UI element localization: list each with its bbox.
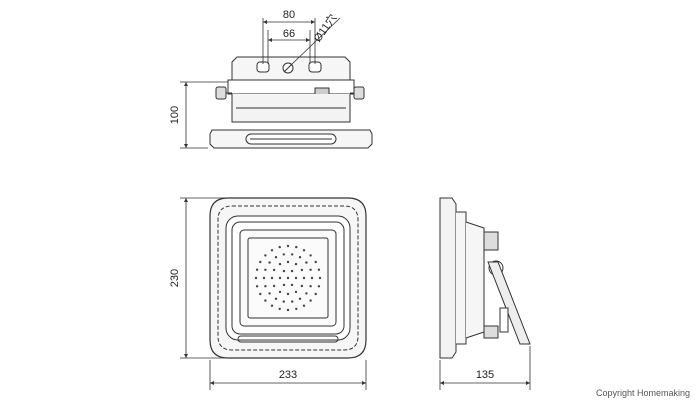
- led-dot: [278, 262, 282, 266]
- top-dim-lines: [180, 17, 341, 149]
- led-dot: [290, 269, 294, 273]
- led-dot: [259, 260, 262, 264]
- led-dot: [300, 268, 304, 272]
- led-dot: [282, 283, 286, 287]
- led-dot: [282, 253, 285, 256]
- dim-hole-diameter: Ø11穴: [310, 11, 339, 44]
- led-dot: [294, 290, 298, 294]
- led-dot: [305, 292, 308, 295]
- led-dot: [291, 300, 294, 303]
- copyright-notice: Copyright Homemaking: [595, 388, 690, 398]
- dim-top-outer: 80: [283, 9, 295, 21]
- led-dot: [262, 276, 266, 280]
- led-dot: [255, 268, 259, 271]
- dim-front-height: 230: [169, 269, 181, 287]
- led-dot: [286, 308, 290, 312]
- led-dot: [264, 254, 267, 257]
- led-dot: [278, 307, 281, 311]
- led-dot-pattern: [254, 244, 322, 312]
- led-dot: [270, 276, 274, 280]
- led-dot: [298, 256, 302, 259]
- led-dot: [286, 276, 290, 280]
- led-dot: [305, 261, 308, 264]
- led-dot: [309, 299, 312, 302]
- led-dot: [270, 249, 274, 252]
- led-dot: [294, 276, 298, 280]
- led-dot: [317, 285, 321, 288]
- led-dot: [298, 297, 302, 300]
- led-dot: [255, 285, 259, 288]
- led-dot: [278, 276, 282, 280]
- led-dot: [264, 285, 267, 288]
- led-dot: [310, 276, 314, 280]
- led-dot: [270, 304, 274, 307]
- led-dot: [309, 254, 312, 257]
- side-dim-lines: [439, 346, 531, 390]
- led-dot: [309, 285, 312, 288]
- led-dot: [318, 276, 322, 280]
- led-dot: [300, 284, 304, 288]
- led-dot: [309, 268, 312, 271]
- dim-front-width: 233: [279, 369, 297, 381]
- led-dot: [278, 245, 281, 249]
- led-dot: [259, 292, 262, 296]
- led-dot: [272, 268, 276, 272]
- led-dot: [314, 260, 317, 264]
- dim-height: 100: [169, 106, 181, 124]
- top-view: [209, 56, 373, 149]
- led-dot: [264, 299, 267, 302]
- led-dot: [268, 261, 271, 264]
- dim-side-depth: 135: [476, 369, 494, 381]
- led-dot: [264, 268, 267, 271]
- led-dot: [295, 307, 298, 311]
- led-dot: [295, 245, 298, 249]
- led-dot: [268, 292, 271, 295]
- led-dot: [282, 269, 286, 273]
- led-dot: [274, 256, 278, 259]
- front-dim-lines: [180, 197, 367, 390]
- side-view: [439, 197, 531, 359]
- led-dot: [286, 244, 290, 248]
- led-dot: [314, 292, 317, 296]
- led-dot: [254, 276, 258, 280]
- led-dot: [302, 304, 306, 307]
- led-dot: [278, 290, 282, 294]
- led-dot: [286, 260, 290, 264]
- led-dot: [302, 249, 306, 252]
- led-dot: [317, 268, 321, 271]
- led-dot: [290, 283, 294, 287]
- led-dot: [274, 297, 278, 300]
- led-dot: [282, 300, 285, 303]
- led-dot: [286, 292, 290, 296]
- led-dot: [294, 262, 298, 266]
- led-dot: [272, 284, 276, 288]
- front-view: [209, 197, 367, 359]
- led-dot: [302, 276, 306, 280]
- dim-top-inner: 66: [283, 28, 295, 40]
- led-dot: [291, 253, 294, 256]
